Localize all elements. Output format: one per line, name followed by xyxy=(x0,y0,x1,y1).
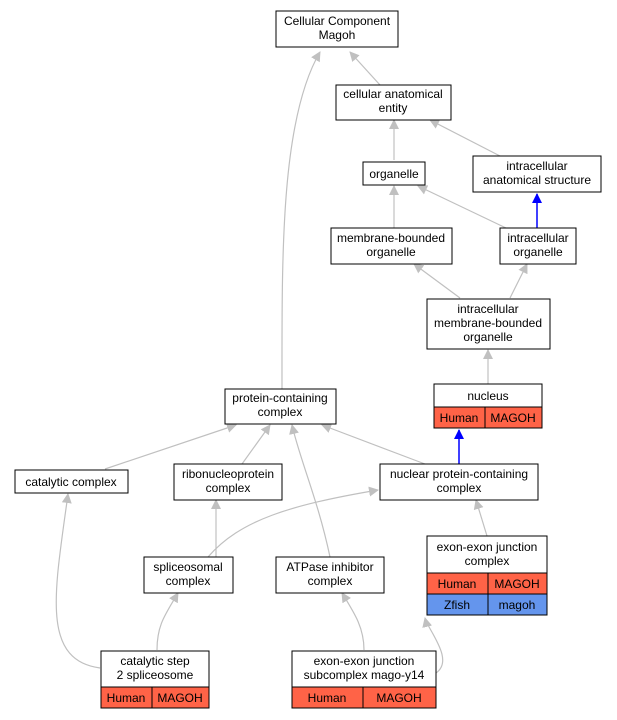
term-nucleus[interactable]: nucleus Human MAGOH xyxy=(433,383,543,429)
edge-pcc-root xyxy=(281,51,321,390)
node-label-line: complex xyxy=(206,481,251,495)
node-label-line: anatomical structure xyxy=(483,173,591,187)
node-label-line: 2 spliceosome xyxy=(117,668,194,682)
node-label-line: spliceosomal xyxy=(153,560,222,574)
gene-cell xyxy=(484,406,543,429)
gene-label: MAGOH xyxy=(490,411,535,425)
gene-cell xyxy=(151,686,210,709)
gene-cell xyxy=(487,593,548,616)
node-label-line: membrane-bounded xyxy=(434,316,542,330)
edge-cae-root xyxy=(349,51,381,86)
edge-ejs-ejc xyxy=(422,617,444,674)
term-ribonucleoprotein-complex[interactable]: ribonucleoprotein complex xyxy=(173,463,283,501)
node-label-line: organelle xyxy=(366,245,416,259)
term-intracellular-membrane-bounded-organelle[interactable]: intracellular membrane-bounded organelle xyxy=(426,298,551,350)
node-label-line: complex xyxy=(437,481,482,495)
node-label-line: entity xyxy=(379,101,408,115)
node-label-line: intracellular xyxy=(506,159,567,173)
node-label-line: complex xyxy=(258,405,303,419)
term-intracellular-organelle[interactable]: intracellular organelle xyxy=(499,227,577,265)
term-membrane-bounded-organelle[interactable]: membrane-bounded organelle xyxy=(330,227,453,265)
node-label-line: subcomplex mago-y14 xyxy=(304,668,425,682)
term-cellular-component-magoh[interactable]: Cellular Component Magoh xyxy=(275,10,399,48)
term-spliceosomal-complex[interactable]: spliceosomal complex xyxy=(143,556,234,594)
edge-cat-pcc xyxy=(104,423,237,470)
term-organelle[interactable]: organelle xyxy=(362,161,426,186)
node-label-line: complex xyxy=(308,574,353,588)
term-catalytic-complex[interactable]: catalytic complex xyxy=(14,469,129,494)
node-label-line: protein-containing xyxy=(232,391,327,405)
edge-spl-npcc xyxy=(207,486,379,558)
edge-ejc-npcc xyxy=(473,499,488,537)
edge-cs2-spl xyxy=(156,592,179,651)
node-label-line: exon-exon junction xyxy=(437,540,538,554)
gene-label: MAGOH xyxy=(157,691,202,705)
node-label-line: complex xyxy=(465,554,510,568)
term-protein-containing-complex[interactable]: protein-containing complex xyxy=(224,388,337,425)
node-label-line: exon-exon junction xyxy=(314,654,415,668)
species-label: Human xyxy=(107,691,146,705)
term-atpase-inhibitor-complex[interactable]: ATPase inhibitor complex xyxy=(275,556,385,594)
gene-cell xyxy=(362,686,437,709)
node-label-line: catalytic complex xyxy=(25,475,116,489)
node-label-line: Magoh xyxy=(319,28,356,42)
term-cellular-anatomical-entity[interactable]: cellular anatomical entity xyxy=(335,84,452,121)
node-label-line: cellular anatomical xyxy=(343,87,442,101)
node-label-line: ribonucleoprotein xyxy=(182,467,274,481)
gene-label: MAGOH xyxy=(494,577,539,591)
node-label-line: nucleus xyxy=(467,389,508,403)
species-label: Human xyxy=(440,411,479,425)
term-exon-exon-junction-complex[interactable]: exon-exon junction complex Human MAGOH Z… xyxy=(426,535,548,616)
term-exon-exon-junction-subcomplex-mago-y14[interactable]: exon-exon junction subcomplex mago-y14 H… xyxy=(291,650,437,709)
edge-ejs-atp xyxy=(341,592,365,651)
node-label-line: complex xyxy=(166,574,211,588)
node-label-line: catalytic step xyxy=(120,654,190,668)
edge-ias-cae xyxy=(429,119,501,157)
edge-imbo-io xyxy=(509,263,528,299)
term-intracellular-anatomical-structure[interactable]: intracellular anatomical structure xyxy=(472,155,602,193)
edge-rnp-pcc xyxy=(241,424,271,465)
node-label-line: intracellular xyxy=(457,302,518,316)
term-nuclear-protein-containing-complex[interactable]: nuclear protein-containing complex xyxy=(379,463,539,501)
term-catalytic-step-2-spliceosome[interactable]: catalytic step 2 spliceosome Human MAGOH xyxy=(100,650,210,709)
node-label-line: organelle xyxy=(513,245,563,259)
edge-npcc-pcc xyxy=(321,423,426,465)
node-label-line: ATPase inhibitor xyxy=(286,560,373,574)
node-label-line: organelle xyxy=(369,167,419,181)
edge-cs2-cat xyxy=(55,493,101,669)
edges xyxy=(55,51,542,674)
node-label-line: intracellular xyxy=(507,231,568,245)
species-label: Human xyxy=(438,577,477,591)
species-label: Zfish xyxy=(444,598,470,612)
gene-label: magoh xyxy=(499,598,536,612)
edge-imbo-mbo xyxy=(413,263,461,299)
node-label-line: Cellular Component xyxy=(284,14,391,28)
species-label: Human xyxy=(308,691,347,705)
edge-atp-pcc xyxy=(289,424,331,558)
node-label-line: nuclear protein-containing xyxy=(390,467,528,481)
gene-label: MAGOH xyxy=(376,691,421,705)
node-label-line: membrane-bounded xyxy=(337,231,445,245)
edge-io-organelle xyxy=(417,185,507,229)
node-label-line: organelle xyxy=(463,330,513,344)
